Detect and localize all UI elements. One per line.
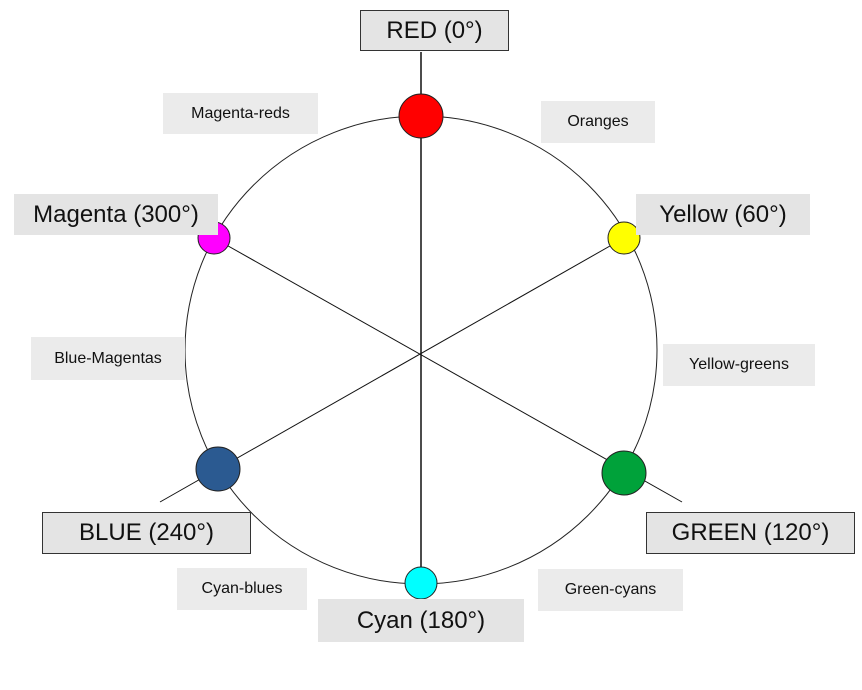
magenta-label: Magenta (300°)	[14, 194, 218, 235]
magenta-reds-label: Magenta-reds	[163, 93, 318, 134]
yellow-greens-label: Yellow-greens	[663, 344, 815, 386]
yellow-node	[607, 221, 641, 255]
green-node	[601, 450, 647, 496]
cyan-node	[404, 566, 438, 600]
cyan-label: Cyan (180°)	[318, 599, 524, 642]
green-label: GREEN (120°)	[646, 512, 855, 554]
magenta-green-axis	[213, 237, 683, 503]
oranges-label: Oranges	[541, 101, 655, 143]
blue-magentas-label: Blue-Magentas	[31, 337, 185, 380]
yellow-label: Yellow (60°)	[636, 194, 810, 235]
red-node	[398, 93, 444, 139]
cyan-blues-label: Cyan-blues	[177, 568, 307, 610]
red-label: RED (0°)	[360, 10, 509, 51]
blue-label: BLUE (240°)	[42, 512, 251, 554]
green-cyans-label: Green-cyans	[538, 569, 683, 611]
blue-node	[195, 446, 241, 492]
